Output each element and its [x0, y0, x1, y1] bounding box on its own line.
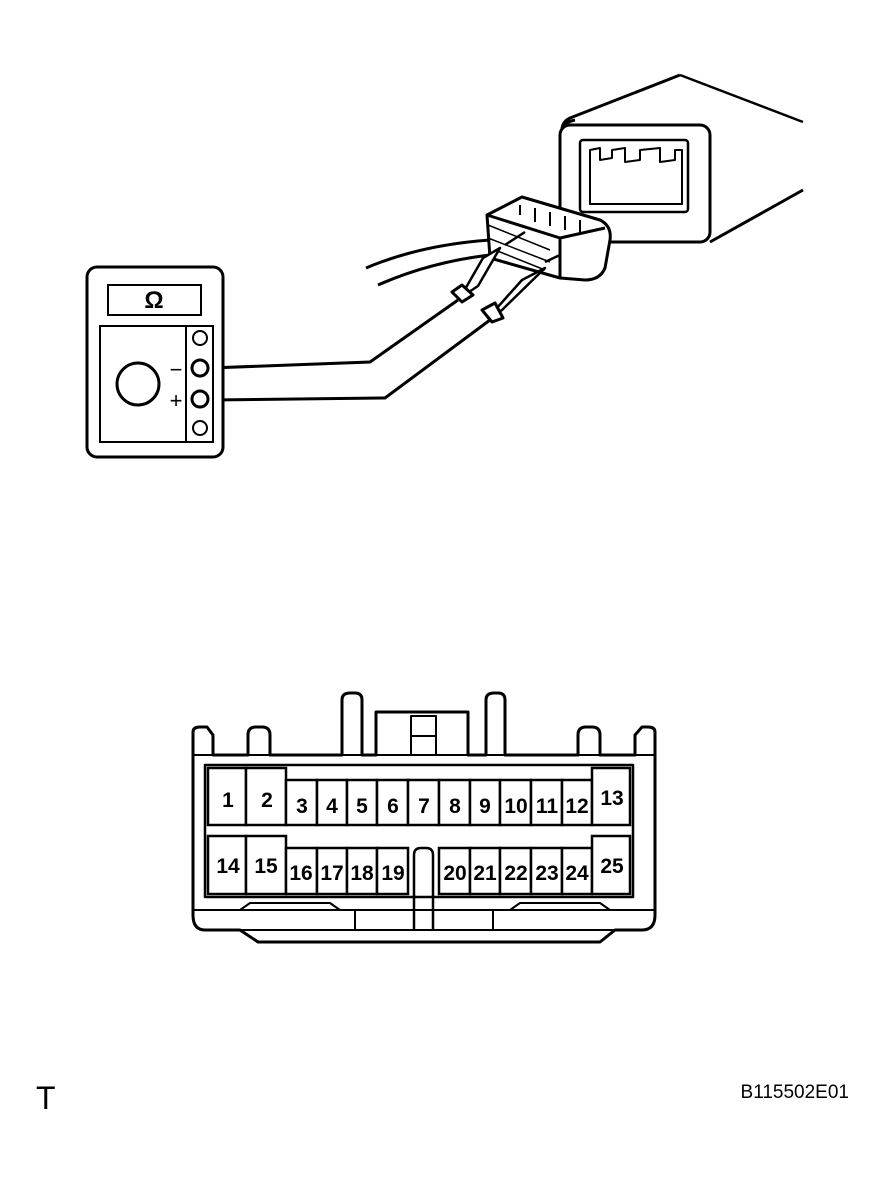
- pin-10-label: 10: [504, 795, 527, 818]
- meter-jack-4: [192, 420, 208, 436]
- meter-dial: [115, 361, 161, 407]
- pin-6-label: 6: [387, 795, 399, 818]
- meter-plus-symbol: +: [170, 388, 183, 413]
- pin-3-label: 3: [296, 795, 308, 818]
- meter-jack-minus: [190, 358, 210, 378]
- pin-20-label: 20: [443, 862, 466, 885]
- pin-1-label: 1: [222, 789, 234, 812]
- connector-face: [191, 691, 657, 944]
- figure-code: B115502E01: [740, 1082, 849, 1103]
- meter-jack-plus: [190, 389, 210, 409]
- harness-connector: [485, 195, 612, 282]
- meter-ohm-symbol: Ω: [144, 287, 163, 314]
- pin-15-label: 15: [254, 855, 278, 878]
- pin-5-label: 5: [356, 795, 368, 818]
- pin-17-label: 17: [320, 862, 343, 885]
- pin-19-label: 19: [381, 862, 404, 885]
- pin-16-label: 16: [289, 862, 312, 885]
- pin-23-label: 23: [535, 862, 558, 885]
- pin-21-label: 21: [473, 862, 497, 885]
- pin-25-label: 25: [600, 855, 624, 878]
- test-probes: [450, 230, 561, 324]
- pin-24-label: 24: [565, 862, 589, 885]
- corner-letter: T: [36, 1080, 56, 1116]
- pin-13-label: 13: [600, 787, 623, 810]
- pin-12-label: 12: [565, 795, 588, 818]
- pin-cavities-top: [206, 766, 632, 827]
- pin-18-label: 18: [350, 862, 374, 885]
- pin-11-label: 11: [536, 795, 559, 818]
- pin-22-label: 22: [504, 862, 527, 885]
- pin-8-label: 8: [449, 795, 461, 818]
- pin-4-label: 4: [326, 795, 338, 818]
- pin-14-label: 14: [216, 855, 240, 878]
- pin-9-label: 9: [479, 795, 491, 818]
- test-leads: [209, 298, 491, 402]
- pin-2-label: 2: [261, 789, 273, 812]
- pin-labels-bottom: 14 15 16 17 18 19 20 21 22 23 24 25: [216, 855, 624, 885]
- ecu-module: [558, 73, 804, 244]
- meter-minus-symbol: −: [170, 357, 183, 382]
- pin-7-label: 7: [418, 795, 430, 818]
- ohmmeter: [85, 265, 225, 459]
- pin-labels-top: 1 2 3 4 5 6 7 8 9 10 11 12 13: [222, 787, 624, 818]
- meter-jack-1: [192, 330, 208, 346]
- pin-cavities-bottom: [206, 834, 632, 896]
- harness-wires: [365, 238, 491, 287]
